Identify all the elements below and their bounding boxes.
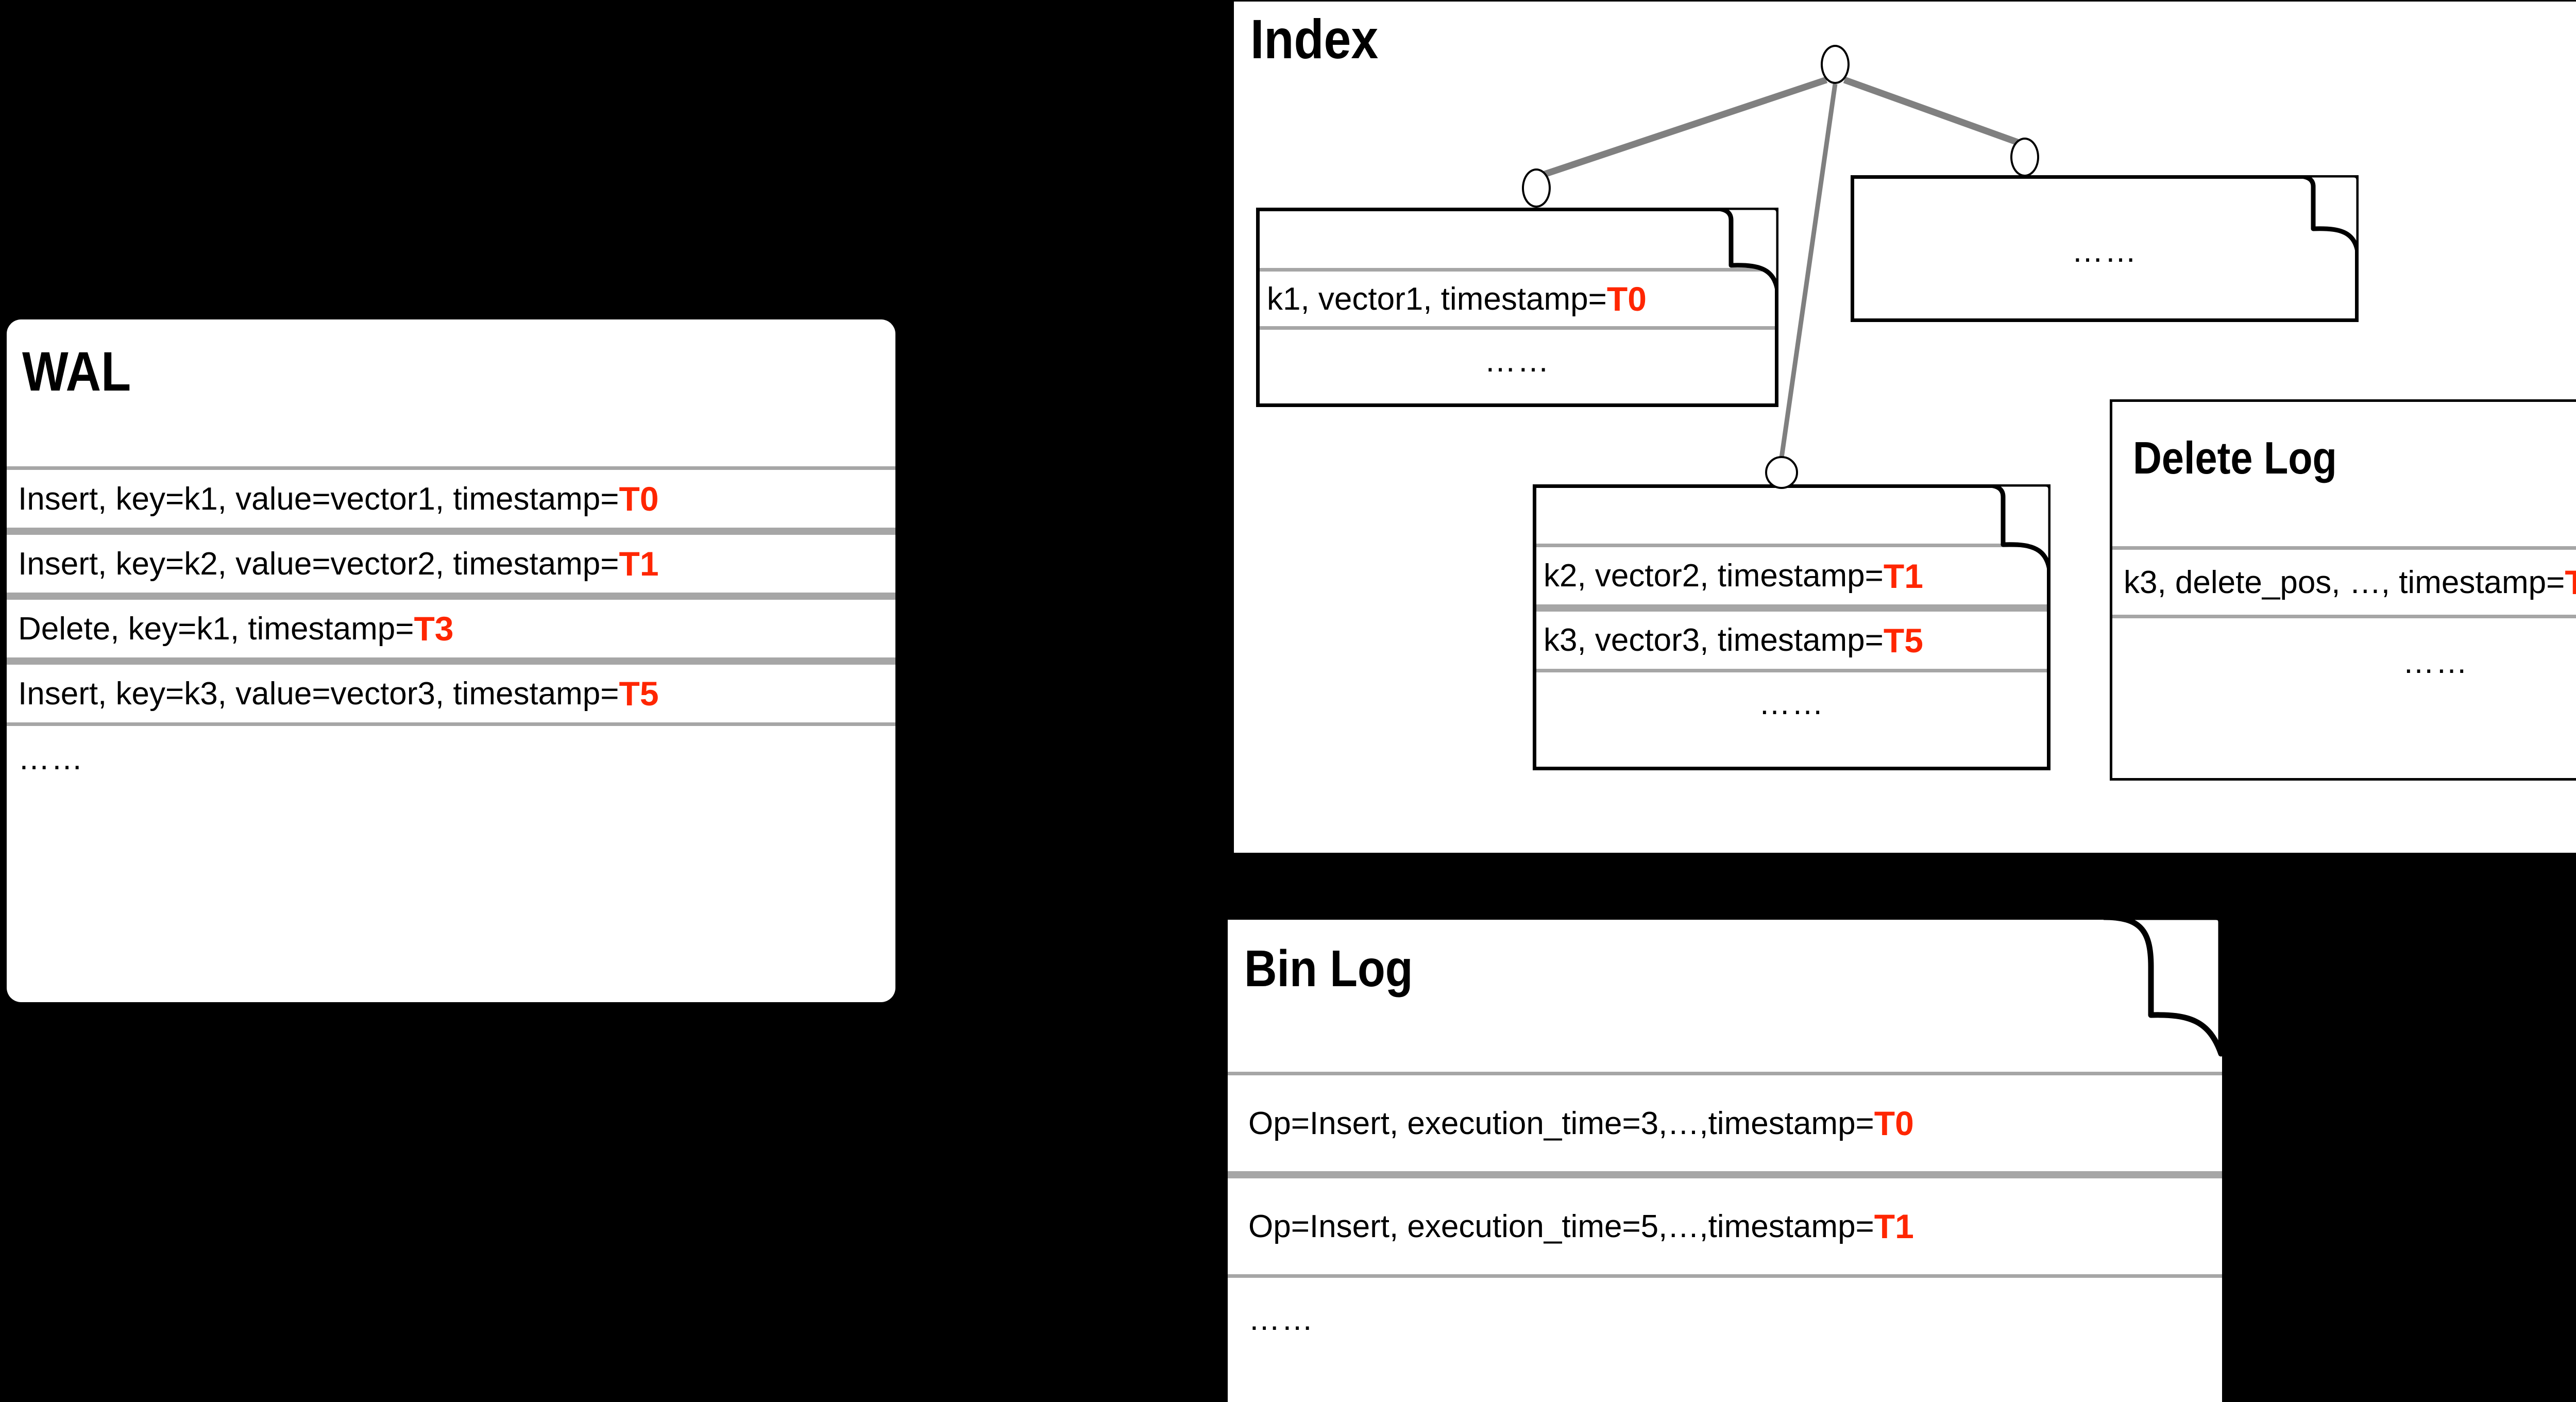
index-leaf-row-text: …… — [2072, 233, 2138, 269]
bin-log-row-ellipsis: …… — [1228, 1278, 2222, 1360]
bin-log-rows: Op=Insert, execution_time=3,…,timestamp=… — [1228, 1072, 2222, 1360]
wal-row-text: …… — [18, 740, 84, 776]
index-tree-node-left[interactable] — [1522, 168, 1551, 208]
bin-log-title: Bin Log — [1244, 940, 1413, 998]
bin-log-row-timestamp: T1 — [1874, 1207, 1914, 1245]
wal-row-ellipsis: …… — [7, 726, 895, 791]
wal-row-text: Insert, key=k2, value=vector2, timestamp… — [18, 546, 619, 582]
wal-row-timestamp: T1 — [619, 545, 659, 583]
index-tree-root-node[interactable] — [1821, 45, 1850, 84]
index-leaf-row-text: …… — [1484, 343, 1550, 379]
index-tree-node-bottom[interactable] — [1765, 456, 1798, 489]
bin-log-row-text: Op=Insert, execution_time=5,…,timestamp= — [1248, 1208, 1874, 1244]
index-leaf-row: k3, vector3, timestamp=T5 — [1536, 608, 2047, 672]
wal-row-timestamp: T0 — [619, 480, 659, 518]
index-leaf-row: k2, vector2, timestamp=T1 — [1536, 544, 2047, 608]
index-leaf-row-timestamp: T1 — [1883, 556, 1923, 595]
index-leaf-k1-rows: k1, vector1, timestamp=T0 …… — [1260, 268, 1775, 392]
wal-row-timestamp: T5 — [619, 674, 659, 713]
index-leaf-row-timestamp: T5 — [1883, 621, 1923, 660]
delete-log-row-ellipsis: …… — [2112, 618, 2576, 706]
index-leaf-k2k3-card: k2, vector2, timestamp=T1 k3, vector3, t… — [1533, 484, 2050, 770]
index-leaf-row-timestamp: T0 — [1606, 280, 1647, 318]
wal-title: WAL — [22, 340, 131, 402]
index-leaf-row-ellipsis: …… — [1260, 330, 1775, 392]
bin-log-panel: Bin Log Op=Insert, execution_time=3,…,ti… — [1228, 917, 2224, 1402]
bin-log-row-text: …… — [1248, 1301, 1314, 1337]
index-leaf-row-text: k3, vector3, timestamp= — [1544, 622, 1884, 658]
wal-row: Insert, key=k1, value=vector1, timestamp… — [7, 466, 895, 531]
wal-row-text: Insert, key=k3, value=vector3, timestamp… — [18, 675, 619, 712]
delete-log-title: Delete Log — [2133, 432, 2337, 483]
wal-row-list: Insert, key=k1, value=vector1, timestamp… — [7, 466, 895, 791]
index-leaf-k2k3-rows: k2, vector2, timestamp=T1 k3, vector3, t… — [1536, 544, 2047, 734]
wal-row-timestamp: T3 — [414, 610, 454, 648]
wal-row: Delete, key=k1, timestamp=T3 — [7, 596, 895, 661]
index-leaf-more-card: …… — [1851, 175, 2359, 322]
page-fold-icon — [2104, 917, 2230, 1072]
index-leaf-k1-card: k1, vector1, timestamp=T0 …… — [1256, 208, 1778, 407]
index-title: Index — [1250, 8, 1379, 70]
delete-log-row: k3, delete_pos, …, timestamp=T3 — [2112, 546, 2576, 618]
bin-log-row-text: Op=Insert, execution_time=3,…,timestamp= — [1248, 1105, 1874, 1141]
index-tree-node-right[interactable] — [2010, 138, 2039, 177]
wal-panel: WAL Insert, key=k1, value=vector1, times… — [7, 319, 895, 1002]
delete-log-row-text: …… — [2402, 644, 2469, 680]
delete-log-row-timestamp: T3 — [2565, 563, 2576, 601]
index-leaf-row-text: k1, vector1, timestamp= — [1267, 281, 1607, 317]
delete-log-card: Delete Log k3, delete_pos, …, timestamp=… — [2110, 399, 2576, 781]
bin-log-row: Op=Insert, execution_time=5,…,timestamp=… — [1228, 1175, 2222, 1278]
index-leaf-row-ellipsis: …… — [1854, 228, 2355, 274]
wal-row: Insert, key=k3, value=vector3, timestamp… — [7, 661, 895, 726]
wal-row: Insert, key=k2, value=vector2, timestamp… — [7, 531, 895, 596]
wal-row-text: Delete, key=k1, timestamp= — [18, 611, 414, 647]
index-leaf-row: k1, vector1, timestamp=T0 — [1260, 268, 1775, 330]
bin-log-row-timestamp: T0 — [1874, 1104, 1914, 1142]
index-leaf-row-text: …… — [1758, 685, 1825, 721]
delete-log-rows: k3, delete_pos, …, timestamp=T3 …… — [2112, 546, 2576, 706]
index-leaf-row-ellipsis: …… — [1536, 672, 2047, 734]
index-leaf-row-text: k2, vector2, timestamp= — [1544, 558, 1884, 594]
delete-log-row-text: k3, delete_pos, …, timestamp= — [2124, 564, 2565, 600]
wal-row-text: Insert, key=k1, value=vector1, timestamp… — [18, 481, 619, 517]
bin-log-row: Op=Insert, execution_time=3,…,timestamp=… — [1228, 1072, 2222, 1175]
